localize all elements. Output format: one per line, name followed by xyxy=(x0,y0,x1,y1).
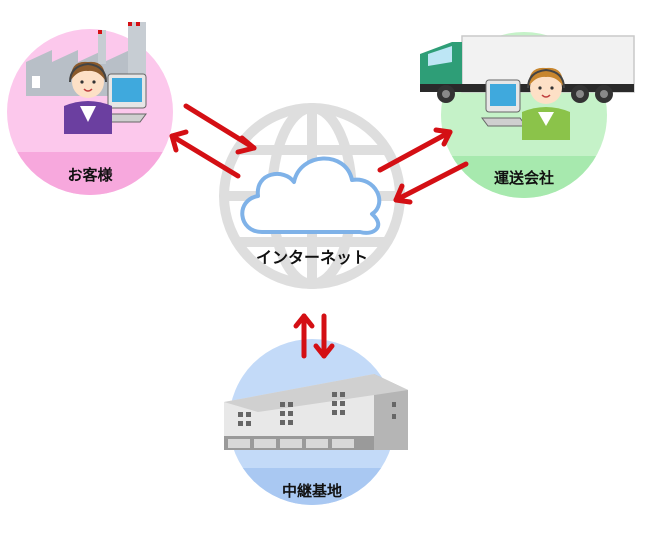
carrier-node: 運送会社 xyxy=(420,32,635,198)
hub-label: 中継基地 xyxy=(282,482,342,500)
cloud-icon xyxy=(240,156,382,235)
arrow-icon-hub-to-internet xyxy=(293,313,315,359)
operator-woman-icon xyxy=(522,67,570,140)
operator-woman-icon xyxy=(64,61,112,134)
arrow-icon-internet-to-customer xyxy=(169,129,241,179)
customer-node: お客様 xyxy=(7,22,173,195)
arrow-icon-internet-to-carrier xyxy=(377,127,453,173)
hub-node: 中継基地 xyxy=(224,339,408,505)
internet-label: インターネット xyxy=(256,248,368,267)
warehouse-icon xyxy=(224,374,408,450)
carrier-label: 運送会社 xyxy=(494,169,554,187)
computer-icon xyxy=(481,79,527,127)
arrow-icon-internet-to-hub xyxy=(313,313,335,359)
arrow-icon-customer-to-internet xyxy=(183,103,257,155)
arrow-icon-carrier-to-internet xyxy=(393,161,469,205)
customer-label: お客様 xyxy=(67,166,113,184)
computer-icon xyxy=(101,73,147,123)
